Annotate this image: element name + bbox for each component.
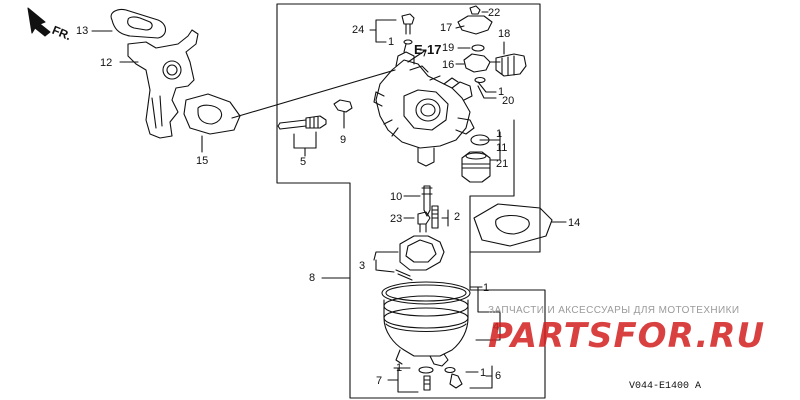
callout-6: 6 xyxy=(495,370,502,382)
callout-18: 18 xyxy=(498,28,511,40)
watermark-logo: PARTSFOR.RU xyxy=(488,316,766,356)
callout-1-oring: 1 xyxy=(496,128,503,140)
watermark-tagline: ЗАПЧАСТИ И АКСЕССУАРЫ ДЛЯ МОТОТЕХНИКИ xyxy=(488,305,740,316)
callout-2: 2 xyxy=(454,211,461,223)
screw-5-shape xyxy=(277,115,327,130)
callout-1-drain-left: 1 xyxy=(396,362,403,374)
front-arrow-icon xyxy=(27,7,51,37)
callout-7: 7 xyxy=(376,375,383,387)
gasket-14-shape xyxy=(473,203,553,247)
callout-24: 24 xyxy=(352,24,365,36)
callout-22: 22 xyxy=(488,7,501,19)
jet-2-shape xyxy=(431,205,439,229)
callout-1-screw: 1 xyxy=(388,36,395,48)
cap-21-shape xyxy=(461,151,491,183)
gasket-15-shape xyxy=(183,93,241,135)
callout-10: 10 xyxy=(390,191,403,203)
callout-1-gasket: 1 xyxy=(483,282,490,294)
callout-17: 17 xyxy=(440,22,453,34)
callout-12: 12 xyxy=(100,57,113,69)
callout-11: 11 xyxy=(496,142,508,154)
gasket-ring-1-shape xyxy=(381,281,471,305)
float-3-shape xyxy=(395,235,445,281)
diagram-code: V044-E1400 A xyxy=(629,381,702,392)
callout-15: 15 xyxy=(196,155,209,167)
callout-1-drain-right: 1 xyxy=(480,367,487,379)
drain-screw-6-shape xyxy=(444,366,463,389)
cap-17-shape xyxy=(457,5,493,35)
screw-9-shape xyxy=(333,99,353,129)
callout-19: 19 xyxy=(442,42,455,54)
screw-24-shape xyxy=(401,13,415,45)
callout-3: 3 xyxy=(359,260,366,272)
callout-20: 20 xyxy=(502,95,515,107)
jet-23-shape xyxy=(417,211,431,233)
callout-8: 8 xyxy=(309,272,316,284)
float-bowl-4-shape xyxy=(383,295,469,367)
bracket-12-shape xyxy=(127,29,199,139)
drain-screw-7-shape xyxy=(418,366,434,391)
callout-1-lever: 1 xyxy=(498,86,505,98)
needle-10-shape xyxy=(421,185,433,217)
callout-4: 4 xyxy=(493,321,500,333)
callout-21: 21 xyxy=(496,158,509,170)
callout-5: 5 xyxy=(300,156,307,168)
washer-19-shape xyxy=(471,44,485,52)
assembly-frame xyxy=(276,3,546,399)
callout-13: 13 xyxy=(76,25,89,37)
reference-e17-label: E-17 xyxy=(414,42,442,57)
callout-16: 16 xyxy=(442,59,455,71)
callout-9: 9 xyxy=(340,134,347,146)
knob-18-shape xyxy=(495,53,527,77)
lever-16-shape xyxy=(463,53,501,73)
carburetor-body-shape xyxy=(373,43,475,167)
callout-23: 23 xyxy=(390,213,403,225)
callout-14: 14 xyxy=(568,217,581,229)
gasket-13-shape xyxy=(110,8,167,39)
